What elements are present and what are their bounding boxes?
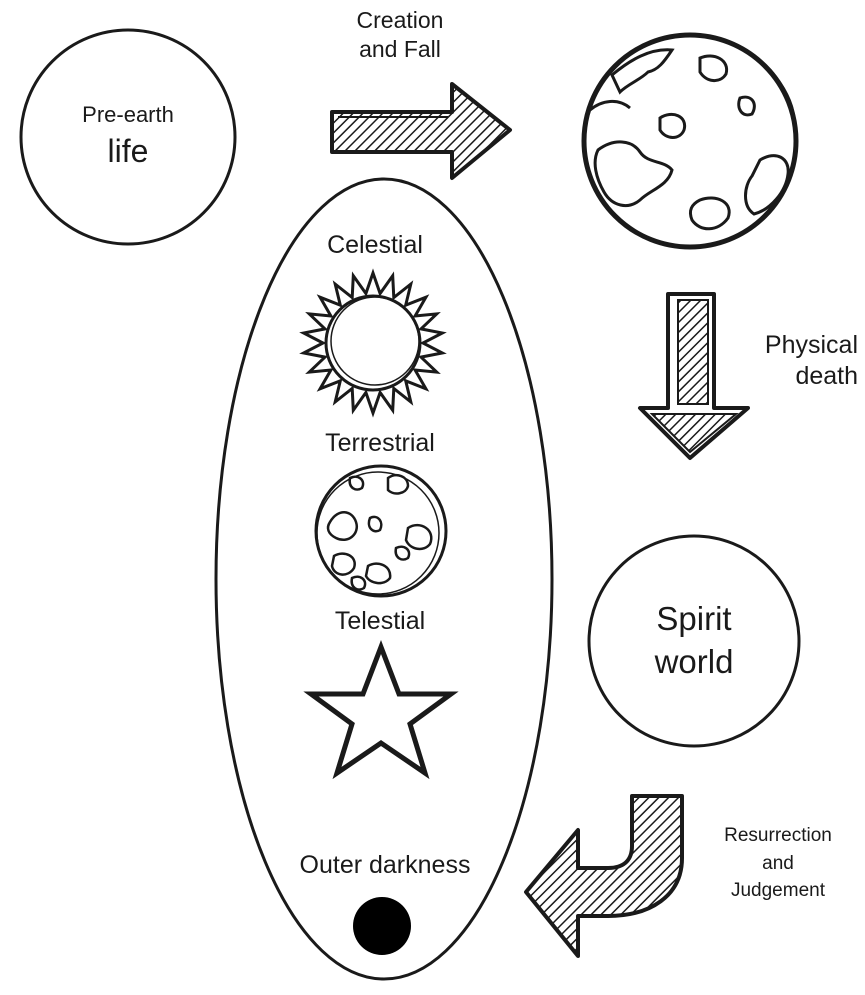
creation-arrow-icon — [330, 82, 512, 180]
moon-icon — [314, 464, 448, 598]
pre-earth-line1: Pre-earth — [82, 102, 174, 127]
sun-icon — [299, 268, 447, 418]
telestial-label: Telestial — [334, 607, 426, 635]
pre-earth-line2: life — [107, 133, 149, 169]
pre-earth-circle — [19, 28, 237, 246]
celestial-label: Celestial — [327, 231, 423, 259]
resurrection-arrow-icon — [524, 794, 684, 958]
physical-death-arrow-icon — [638, 292, 750, 460]
kingdoms-ellipse — [214, 177, 554, 981]
spirit-world-label: Spirit world — [654, 600, 734, 680]
dark-dot-icon — [353, 897, 411, 955]
spirit-world-circle — [587, 534, 801, 748]
star-icon — [303, 640, 459, 780]
globe-icon — [581, 32, 799, 250]
outer-darkness-label: Outer darkness — [299, 851, 471, 879]
creation-fall-label: Creation and Fall — [356, 7, 444, 62]
resurrection-label: Resurrection and Judgement — [724, 825, 832, 902]
physical-death-label: Physical death — [764, 331, 858, 391]
terrestrial-label: Terrestrial — [325, 429, 435, 457]
